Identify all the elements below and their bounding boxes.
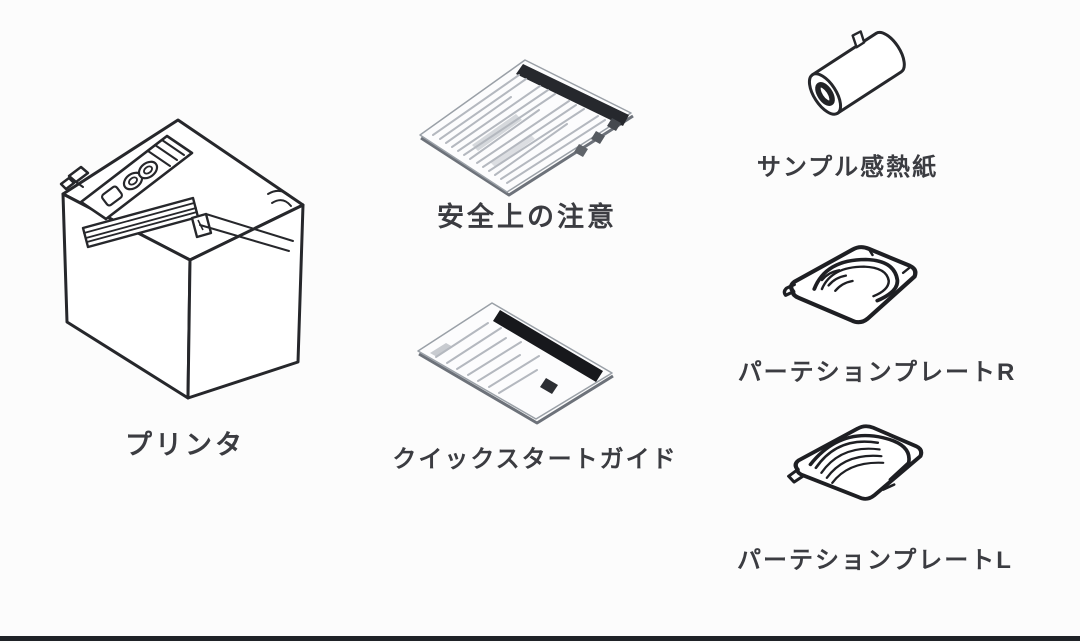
partition-plate-l-illustration (785, 416, 935, 508)
partition-plate-l-label: パーテションプレートL (737, 547, 1013, 574)
paper-roll-icon (807, 30, 906, 116)
printer-label: プリンタ (125, 430, 245, 460)
partition-plate-r-illustration (778, 238, 926, 332)
thermal-paper-label: サンプル感熱紙 (756, 154, 939, 181)
partition-plate-l-icon (787, 424, 924, 501)
quick-start-guide-label: クイックスタートガイド (392, 446, 678, 473)
thermal-paper-roll-illustration (793, 18, 938, 138)
quick-start-guide-illustration (400, 298, 620, 433)
partition-plate-r-label: パーテションプレートR (737, 359, 1017, 386)
safety-sheet-label: 安全上の注意 (437, 202, 617, 232)
partition-plate-r-icon (782, 245, 918, 325)
safety-sheet-illustration (412, 50, 640, 200)
printer-illustration (45, 110, 315, 410)
bottom-edge-bar (0, 636, 1080, 641)
printer-icon (59, 118, 305, 400)
safety-sheet-icon (419, 59, 634, 197)
quick-start-guide-icon (417, 302, 614, 425)
